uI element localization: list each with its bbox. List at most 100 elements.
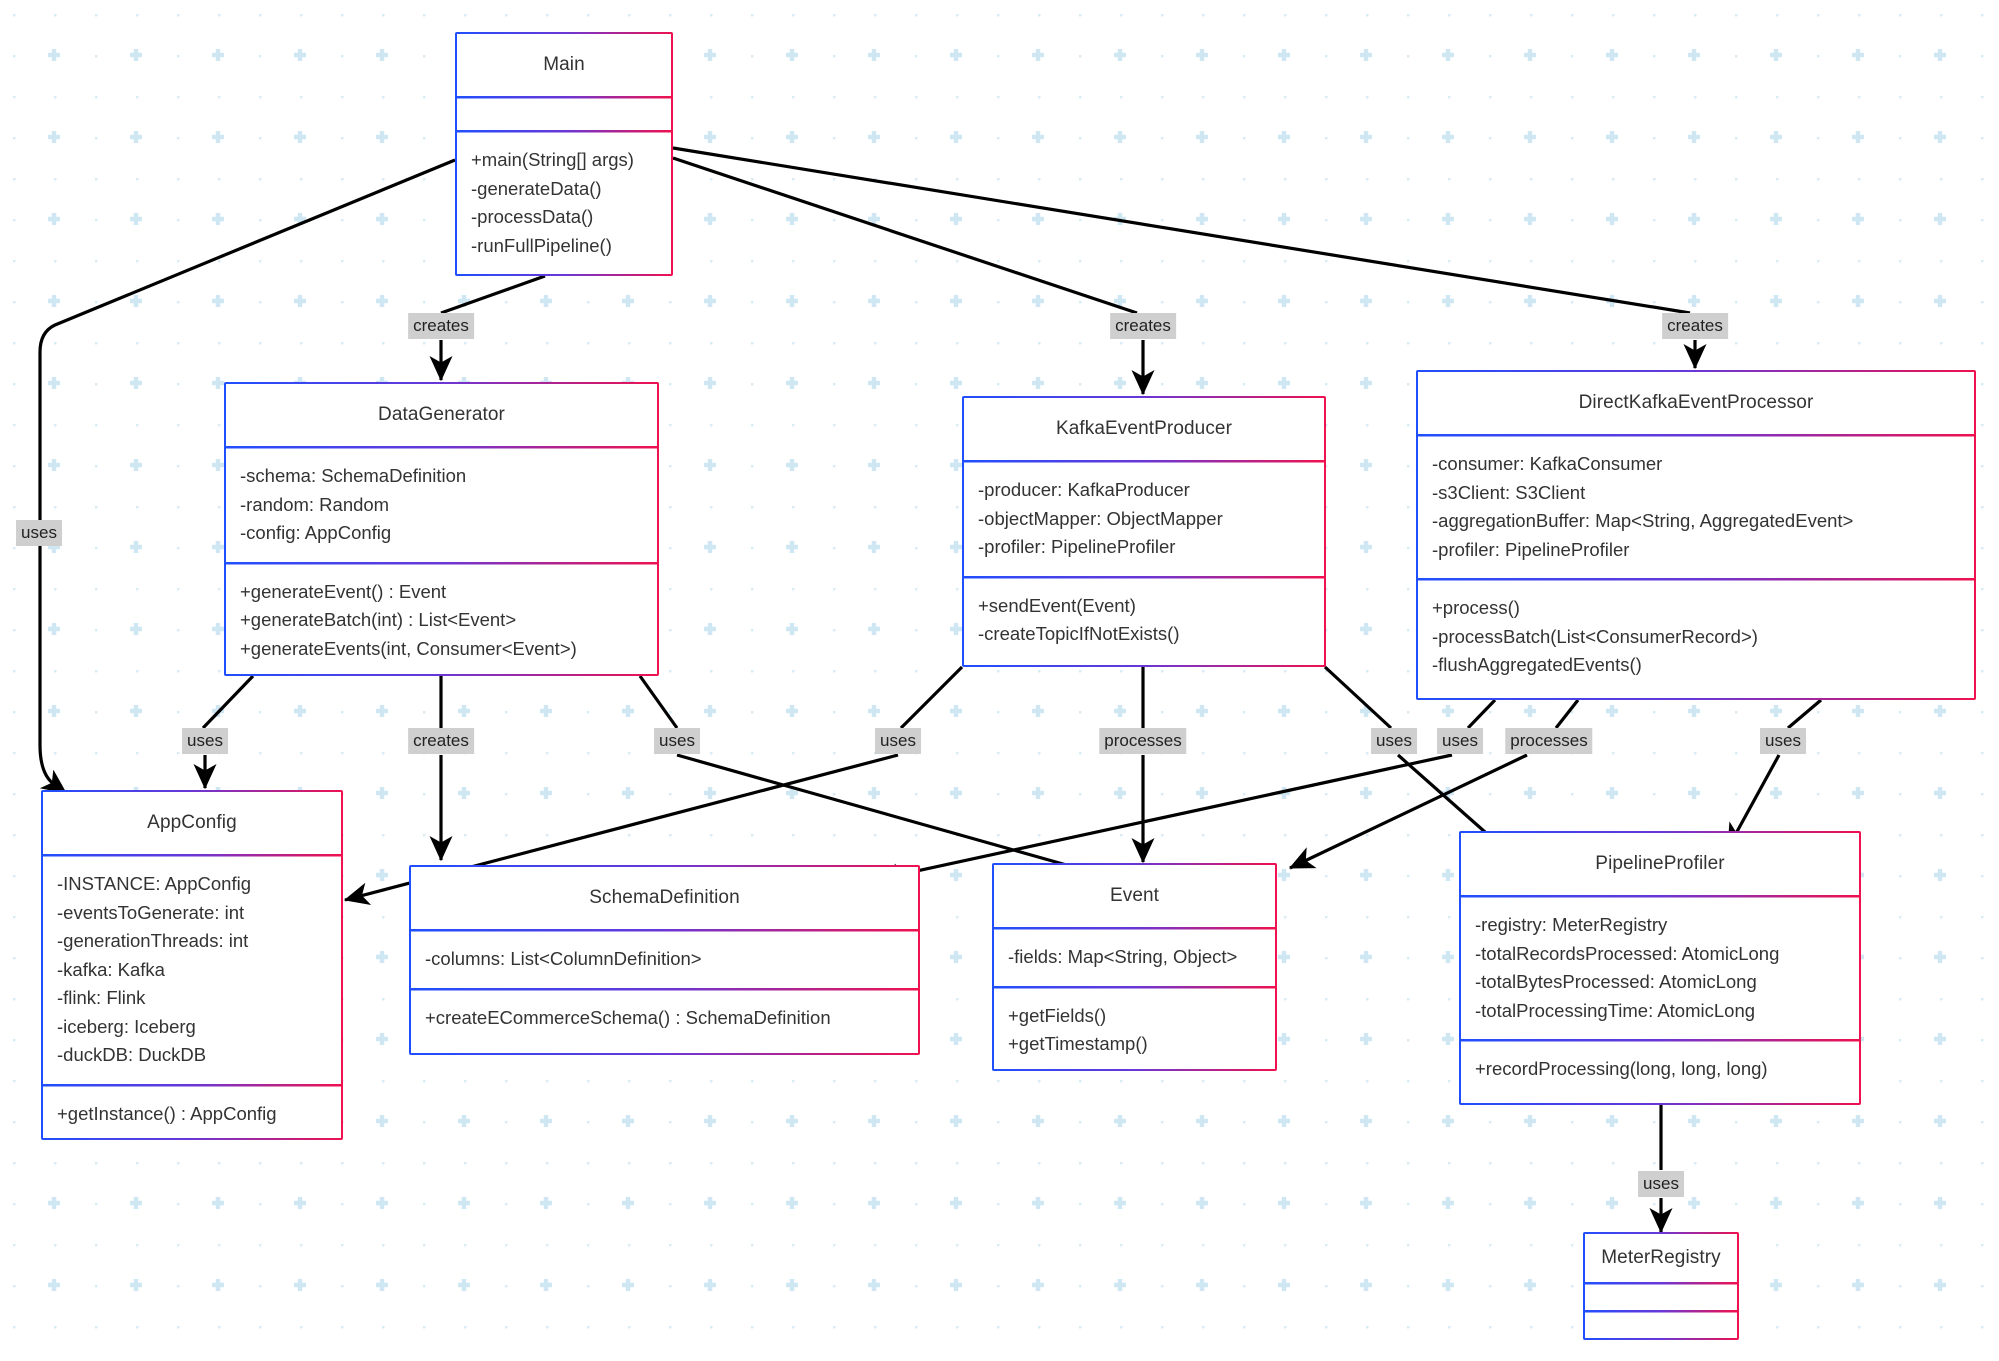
edge-kafkaeventproducer-uses-appconfig	[899, 665, 964, 730]
attribute-line: -eventsToGenerate: int	[57, 901, 245, 923]
attribute-line: -fields: Map<String, Object>	[1008, 946, 1238, 967]
class-methods-meterregistry	[1585, 1310, 1737, 1338]
edge-label-uses: uses	[1437, 728, 1483, 754]
class-attributes-kafkaeventproducer: -producer: KafkaProducer -objectMapper: …	[964, 460, 1324, 576]
method-line: +sendEvent(Event)	[978, 594, 1136, 616]
method-line: +getTimestamp()	[1008, 1033, 1148, 1054]
edge-directkafkaeventprocessor-uses-pipelineprofiler	[1786, 698, 1823, 730]
edge-label-uses: uses	[1760, 728, 1806, 754]
attribute-line: -duckDB: DuckDB	[57, 1044, 207, 1065]
attribute-line: -objectMapper: ObjectMapper	[978, 507, 1223, 529]
class-attributes-datagenerator: -schema: SchemaDefinition -random: Rando…	[226, 446, 657, 562]
class-methods-pipelineprofiler: +recordProcessing(long, long, long)	[1461, 1039, 1859, 1098]
method-line: -processBatch(List<ConsumerRecord>)	[1432, 625, 1758, 647]
attribute-line: -flink: Flink	[57, 987, 146, 1008]
class-box-appconfig[interactable]: AppConfig -INSTANCE: AppConfig -eventsTo…	[41, 790, 343, 1142]
class-box-event[interactable]: Event -fields: Map<String, Object> +getF…	[992, 863, 1277, 1073]
attribute-line: -profiler: PipelineProfiler	[1432, 538, 1630, 560]
attribute-line: -kafka: Kafka	[57, 958, 165, 980]
class-box-kafkaeventproducer[interactable]: KafkaEventProducer -producer: KafkaProdu…	[962, 396, 1326, 667]
class-box-datagenerator[interactable]: DataGenerator -schema: SchemaDefinition …	[224, 382, 659, 677]
edge-datagenerator-uses-appconfig	[201, 674, 255, 730]
attribute-line: -totalRecordsProcessed: AtomicLong	[1475, 942, 1780, 964]
attribute-line: -registry: MeterRegistry	[1475, 914, 1668, 935]
attribute-line: -consumer: KafkaConsumer	[1432, 453, 1663, 474]
edge-main-creates-datagenerator	[440, 274, 546, 315]
attribute-line: -random: Random	[240, 493, 390, 515]
class-box-meterregistry[interactable]: MeterRegistry	[1583, 1232, 1739, 1340]
edge-uses-to-schemadefinition	[873, 753, 1453, 887]
method-line: +process()	[1432, 597, 1520, 618]
attribute-line: -schema: SchemaDefinition	[240, 465, 467, 486]
edge-label-creates: creates	[1662, 313, 1728, 339]
method-line: -runFullPipeline()	[471, 234, 612, 256]
attribute-line: -INSTANCE: AppConfig	[57, 873, 251, 894]
edge-main-creates-directkafkaeventprocessor	[672, 146, 1691, 315]
method-line: +main(String[] args)	[471, 149, 634, 170]
edge-label-processes: processes	[1505, 728, 1593, 754]
method-line: -generateData()	[471, 177, 602, 199]
method-line: -createTopicIfNotExists()	[978, 623, 1180, 644]
attribute-line: -s3Client: S3Client	[1432, 481, 1586, 503]
method-line: +getFields()	[1008, 1004, 1107, 1026]
class-name-appconfig: AppConfig	[147, 812, 237, 833]
attribute-line: -profiler: PipelineProfiler	[978, 536, 1176, 557]
class-methods-kafkaeventproducer: +sendEvent(Event) -createTopicIfNotExist…	[964, 575, 1324, 663]
class-methods-event: +getFields() +getTimestamp()	[994, 985, 1275, 1073]
edge-label-creates: creates	[408, 313, 474, 339]
class-box-schemadefinition[interactable]: SchemaDefinition -columns: List<ColumnDe…	[409, 865, 920, 1055]
edge-label-uses: uses	[654, 728, 700, 754]
edge-main-creates-kafkaeventproducer	[672, 156, 1138, 315]
attribute-line: -totalProcessingTime: AtomicLong	[1475, 999, 1756, 1021]
edge-label-uses: uses	[875, 728, 921, 754]
method-line: +createECommerceSchema() : SchemaDefinit…	[425, 1006, 831, 1028]
class-attributes-event: -fields: Map<String, Object>	[994, 927, 1275, 986]
edge-label-uses: uses	[1371, 728, 1417, 754]
class-methods-directkafkaeventprocessor: +process() -processBatch(List<ConsumerRe…	[1418, 578, 1974, 694]
class-box-directkafkaeventprocessor[interactable]: DirectKafkaEventProcessor -consumer: Kaf…	[1416, 370, 1976, 700]
edge-label-processes: processes	[1099, 728, 1187, 754]
class-attributes-main	[457, 96, 671, 130]
method-line: +generateBatch(int) : List<Event>	[240, 609, 517, 630]
edge-label-uses: uses	[16, 520, 62, 546]
method-line: +generateEvent() : Event	[240, 580, 447, 602]
method-line: +generateEvents(int, Consumer<Event>)	[240, 637, 577, 659]
class-attributes-schemadefinition: -columns: List<ColumnDefinition>	[411, 929, 918, 988]
class-methods-schemadefinition: +createECommerceSchema() : SchemaDefinit…	[411, 987, 918, 1046]
edge-kafkaeventproducer-uses-pipelineprofiler	[1323, 665, 1393, 730]
attribute-line: -columns: List<ColumnDefinition>	[425, 948, 702, 969]
method-line: -processData()	[471, 206, 594, 227]
method-line: -flushAggregatedEvents()	[1432, 654, 1642, 675]
attribute-line: -generationThreads: int	[57, 930, 249, 951]
edge-label-creates: creates	[408, 728, 474, 754]
attribute-line: -iceberg: Iceberg	[57, 1015, 196, 1037]
method-line: +recordProcessing(long, long, long)	[1475, 1058, 1768, 1079]
class-attributes-pipelineprofiler: -registry: MeterRegistry -totalRecordsPr…	[1461, 895, 1859, 1039]
class-attributes-directkafkaeventprocessor: -consumer: KafkaConsumer -s3Client: S3Cl…	[1418, 434, 1974, 578]
class-name-main: Main	[543, 54, 585, 75]
class-methods-datagenerator: +generateEvent() : Event +generateBatch(…	[226, 561, 657, 677]
class-name-event: Event	[1109, 885, 1160, 906]
class-attributes-meterregistry	[1585, 1282, 1737, 1310]
class-box-pipelineprofiler[interactable]: PipelineProfiler -registry: MeterRegistr…	[1459, 831, 1861, 1105]
class-attributes-appconfig: -INSTANCE: AppConfig -eventsToGenerate: …	[43, 854, 341, 1084]
attribute-line: -config: AppConfig	[240, 522, 392, 543]
attribute-line: -totalBytesProcessed: AtomicLong	[1475, 971, 1757, 992]
class-methods-appconfig: +getInstance() : AppConfig	[43, 1083, 341, 1142]
class-name-pipelineprofiler: PipelineProfiler	[1595, 853, 1725, 874]
edge-directkafkaeventprocessor-uses-schemadefinition	[1466, 698, 1497, 730]
class-methods-main: +main(String[] args) -generateData() -pr…	[457, 130, 671, 274]
edge-label-creates: creates	[1110, 313, 1176, 339]
class-name-schemadefinition: SchemaDefinition	[589, 887, 740, 908]
class-name-datagenerator: DataGenerator	[378, 404, 505, 425]
edge-directkafkaeventprocessor-processes-event	[1554, 699, 1580, 729]
method-line: +getInstance() : AppConfig	[57, 1102, 277, 1124]
edge-label-uses: uses	[1638, 1171, 1684, 1197]
class-name-directkafkaeventprocessor: DirectKafkaEventProcessor	[1578, 392, 1814, 413]
attribute-line: -aggregationBuffer: Map<String, Aggregat…	[1432, 510, 1854, 531]
edge-datagenerator-uses-event	[638, 675, 679, 729]
attribute-line: -producer: KafkaProducer	[978, 479, 1190, 500]
class-name-meterregistry: MeterRegistry	[1601, 1247, 1721, 1268]
class-box-main[interactable]: Main +main(String[] args) -generateData(…	[455, 32, 673, 276]
